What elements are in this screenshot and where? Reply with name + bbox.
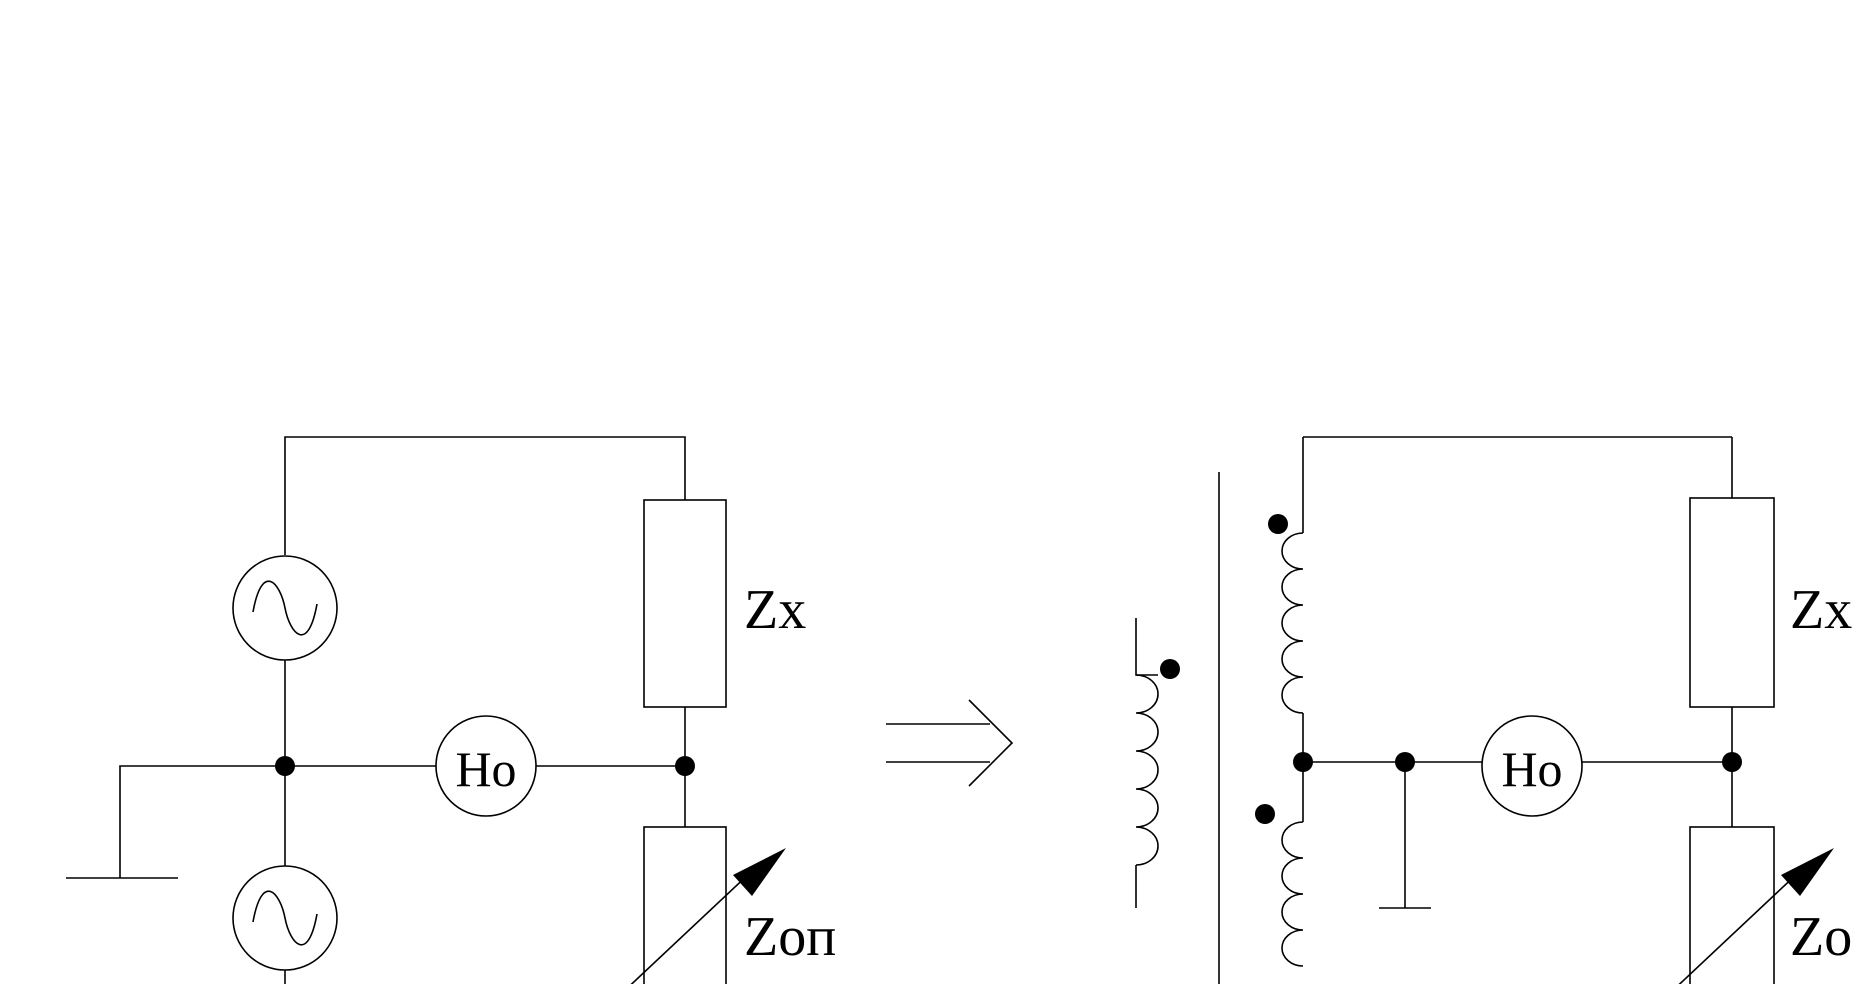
right-null-indicator — [1481, 715, 1583, 817]
left-ho-label: Ho — [455, 741, 516, 797]
left-zop-adjust-arrowhead — [733, 848, 786, 896]
right-primary-winding — [1135, 674, 1159, 866]
implication-arrow-head — [968, 699, 1014, 787]
right-zx-resistor — [1689, 497, 1775, 708]
right-zo-resistor — [1689, 826, 1775, 984]
implication-arrow: ⟹ — [886, 699, 1014, 787]
right-lower-secondary-winding — [1281, 821, 1304, 967]
right-lower-secondary-dot — [1255, 804, 1275, 824]
right-bridge-junction-node — [1722, 752, 1742, 772]
left-top-wire — [284, 436, 686, 555]
left-zx-resistor — [643, 499, 727, 708]
left-zop-label: Zoп — [744, 906, 836, 968]
left-lower-ac-wave — [252, 890, 318, 946]
right-ho-label: Ho — [1501, 741, 1562, 797]
left-zop-adjust-line — [630, 870, 753, 984]
right-zo-adjust-arrowhead — [1781, 848, 1834, 896]
right-zo-label: Zo — [1790, 906, 1852, 968]
left-zop-resistor — [643, 826, 727, 984]
right-zx-label: Zx — [1790, 579, 1852, 641]
right-zo-adjust-line — [1678, 870, 1801, 984]
left-zx-label: Zx — [744, 579, 806, 641]
left-ground-wire — [119, 765, 285, 878]
left-bridge-junction-node — [675, 756, 695, 776]
right-primary-lead — [1135, 618, 1158, 676]
left-circuit: Ho Zx Zoп — [66, 436, 836, 984]
right-upper-secondary-dot — [1268, 514, 1288, 534]
right-primary-polarity-dot — [1160, 659, 1180, 679]
right-circuit: Ho Zx Zo — [1135, 436, 1852, 984]
right-upper-secondary-winding — [1281, 532, 1304, 714]
left-upper-ac-wave — [252, 580, 318, 636]
